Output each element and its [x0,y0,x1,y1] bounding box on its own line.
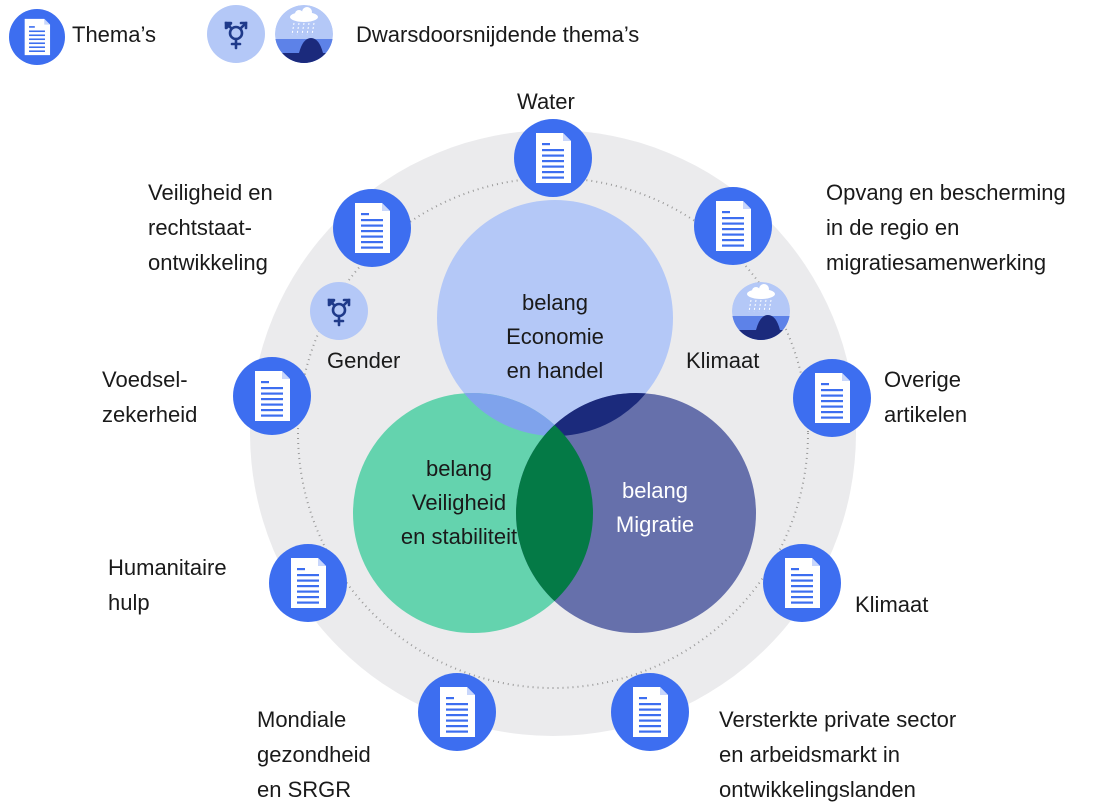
theme-node-overige [793,359,871,437]
theme-label-opvang: Opvang en bescherming in de regio en mig… [826,180,1066,275]
document-icon [716,201,751,251]
crosscutting-label-klimaat: Klimaat [686,348,760,373]
theme-label-klimaat: Klimaat [855,592,929,617]
document-icon [633,687,668,737]
theme-node-gezondheid [418,673,496,751]
theme-node-klimaat [763,544,841,622]
document-icon [291,558,326,608]
document-icon [24,18,51,56]
theme-node-voedsel [233,357,311,435]
legend-crosscutting-label: Dwarsdoorsnijdende thema’s [356,22,640,47]
theme-node-private-sector [611,673,689,751]
document-icon [440,687,475,737]
theme-node-water [514,119,592,197]
circle-economie [437,200,673,436]
theme-label-overige: Overige artikelen [884,367,968,427]
interest-venn [353,200,756,633]
theme-node-opvang [694,187,772,265]
theme-label-humanitaire: Humanitaire hulp [108,555,227,615]
orbit-path [297,177,809,689]
legend-document-icon [9,9,65,65]
theme-label-water: Water [517,89,575,114]
overlap-veiligheid-migratie [516,393,593,633]
theme-node-humanitaire [269,544,347,622]
document-icon [536,133,571,183]
document-icon [355,203,390,253]
document-icon [255,371,290,421]
theme-node-veiligheid [333,189,411,267]
legend-gender-icon [207,5,265,63]
interest-label-economie: belang Economie en handel [506,290,604,383]
document-icon [785,558,820,608]
theme-label-veiligheid: Veiligheid en rechtstaat- ontwikkeling [148,180,273,275]
interest-label-migratie: belang Migratie [615,478,695,537]
legend-themes-label: Thema’s [72,22,156,47]
theme-label-gezondheid: Mondiale gezondheid en SRGR [257,707,371,802]
crosscutting-label-gender: Gender [327,348,401,373]
theme-label-private-sector: Versterkte private sector en arbeidsmark… [719,707,957,802]
theme-nodes [233,119,871,751]
crosscutting-node-gender [310,282,368,340]
theme-label-voedsel: Voedsel- zekerheid [102,367,198,427]
document-icon [815,373,850,423]
interest-label-veiligheid: belang Veiligheid en stabiliteit [400,456,518,549]
legend-climate-icon [275,5,333,63]
